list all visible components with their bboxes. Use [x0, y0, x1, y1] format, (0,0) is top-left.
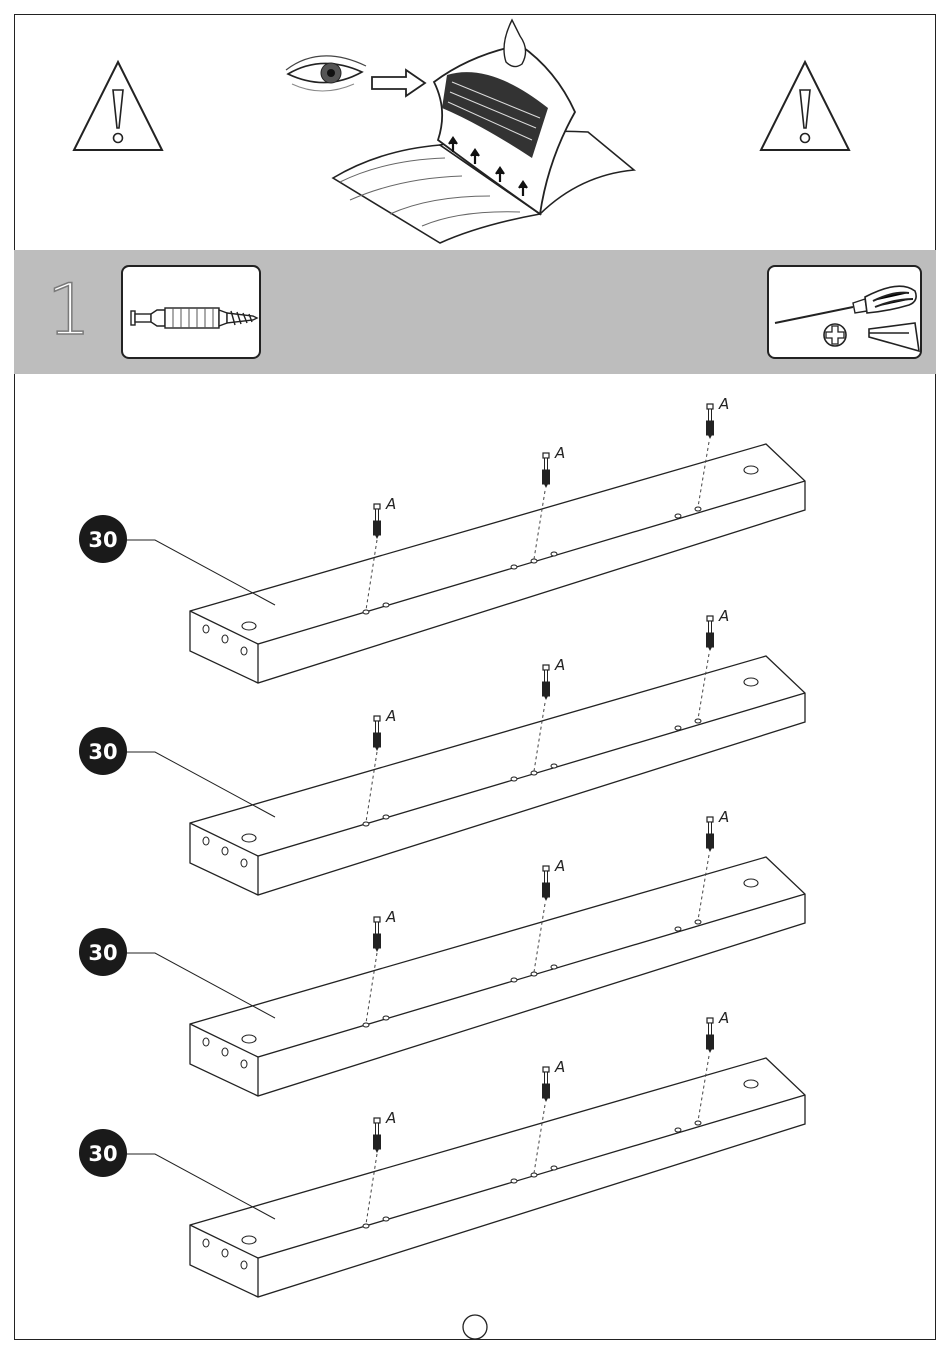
dowel-hole: [241, 647, 247, 655]
pilot-hole: [675, 1128, 681, 1132]
dowel-hole: [203, 1038, 209, 1046]
fitting-label: A: [385, 908, 396, 926]
panel-board: [190, 656, 805, 895]
panel-1: A A A 30: [79, 395, 805, 683]
pilot-hole: [383, 815, 389, 819]
pilot-hole: [695, 1121, 701, 1125]
pilot-hole: [531, 1173, 537, 1177]
fitting-label: A: [718, 808, 729, 826]
part-number: 30: [88, 740, 117, 764]
fitting-label: A: [554, 656, 565, 674]
dowel-hole: [222, 635, 228, 643]
fitting-label: A: [718, 607, 729, 625]
dowel-hole: [222, 1249, 228, 1257]
cam-hole: [242, 1236, 256, 1244]
pilot-hole: [551, 764, 557, 768]
cam-dowel-fitting: [374, 716, 381, 751]
pilot-hole: [695, 507, 701, 511]
cam-dowel-fitting: [543, 1067, 550, 1102]
cam-dowel-fitting: [374, 1118, 381, 1153]
fitting-label: A: [385, 707, 396, 725]
pilot-hole: [363, 610, 369, 614]
pilot-hole: [383, 603, 389, 607]
cam-hole: [744, 678, 758, 686]
fitting-label: A: [718, 395, 729, 413]
pilot-hole: [511, 1179, 517, 1183]
cam-dowel-fitting: [543, 665, 550, 700]
panel-board: [190, 857, 805, 1096]
pilot-hole: [511, 978, 517, 982]
cam-dowel-fitting: [707, 817, 714, 852]
cam-hole: [242, 834, 256, 842]
fitting-label: A: [554, 444, 565, 462]
cam-dowel-fitting: [543, 453, 550, 488]
panel-4: A A A 30: [79, 1009, 805, 1297]
pilot-hole: [551, 965, 557, 969]
pilot-hole: [511, 777, 517, 781]
pilot-hole: [363, 1023, 369, 1027]
cam-dowel-fitting: [543, 866, 550, 901]
panel-3: A A A 30: [79, 808, 805, 1096]
dowel-hole: [241, 859, 247, 867]
cam-hole: [242, 1035, 256, 1043]
pilot-hole: [695, 719, 701, 723]
pilot-hole: [363, 822, 369, 826]
pilot-hole: [551, 552, 557, 556]
pilot-hole: [675, 726, 681, 730]
cam-dowel-fitting: [707, 404, 714, 439]
part-number: 30: [88, 941, 117, 965]
dowel-hole: [241, 1261, 247, 1269]
cam-dowel-fitting: [374, 917, 381, 952]
dowel-hole: [203, 837, 209, 845]
panel-2: A A A 30: [79, 607, 805, 895]
page-number-circle: [463, 1315, 487, 1339]
dowel-hole: [222, 847, 228, 855]
dowel-hole: [203, 625, 209, 633]
cam-hole: [744, 466, 758, 474]
fitting-label: A: [554, 857, 565, 875]
part-number: 30: [88, 1142, 117, 1166]
pilot-hole: [675, 514, 681, 518]
dowel-hole: [203, 1239, 209, 1247]
fitting-label: A: [385, 1109, 396, 1127]
cam-hole: [242, 622, 256, 630]
pilot-hole: [383, 1016, 389, 1020]
pilot-hole: [531, 559, 537, 563]
cam-hole: [744, 1080, 758, 1088]
pilot-hole: [695, 920, 701, 924]
panel-board: [190, 1058, 805, 1297]
pilot-hole: [675, 927, 681, 931]
pilot-hole: [531, 771, 537, 775]
fitting-label: A: [554, 1058, 565, 1076]
cam-hole: [744, 879, 758, 887]
dowel-hole: [241, 1060, 247, 1068]
cam-dowel-fitting: [374, 504, 381, 539]
cam-dowel-fitting: [707, 616, 714, 651]
dowel-hole: [222, 1048, 228, 1056]
pilot-hole: [383, 1217, 389, 1221]
fitting-label: A: [718, 1009, 729, 1027]
pilot-hole: [551, 1166, 557, 1170]
fitting-label: A: [385, 495, 396, 513]
pilot-hole: [531, 972, 537, 976]
part-number: 30: [88, 528, 117, 552]
pilot-hole: [363, 1224, 369, 1228]
cam-dowel-fitting: [707, 1018, 714, 1053]
pilot-hole: [511, 565, 517, 569]
